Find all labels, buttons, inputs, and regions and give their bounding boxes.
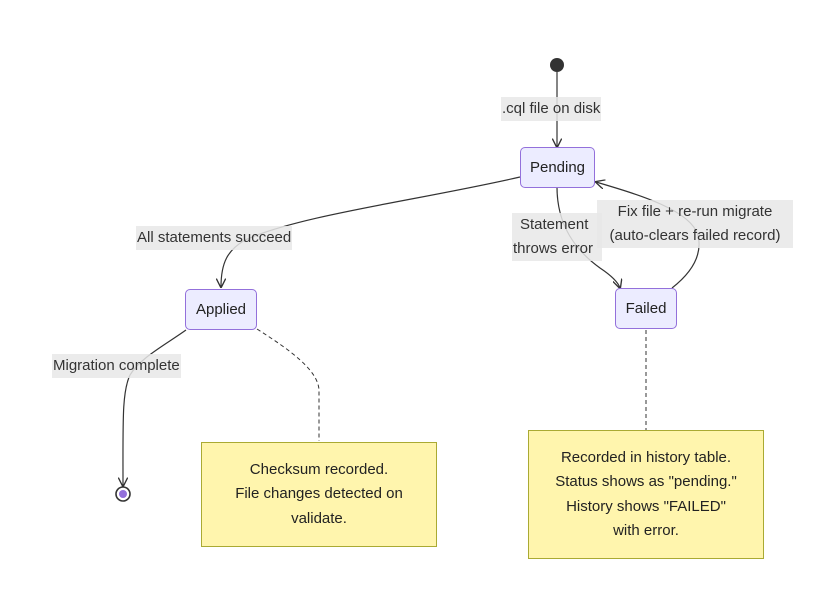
label-failed-to-pending-line-1: Fix file + re-run migrate [617, 203, 773, 220]
note-failed-line-1: Recorded in history table. [560, 448, 732, 466]
label-pending-to-failed: Statement throws error [512, 213, 602, 261]
note-applied-line-2: File changes detected on [235, 485, 403, 503]
state-failed[interactable]: Failed [615, 288, 677, 329]
note-applied-line-1: Checksum recorded. [249, 460, 389, 478]
label-pending-to-applied: All statements succeed [136, 226, 293, 250]
state-pending[interactable]: Pending [520, 147, 595, 188]
label-pending-to-failed-line-2: throws error [513, 240, 594, 257]
note-connector-applied [256, 328, 320, 441]
note-failed-line-2: Status shows as "pending." [555, 473, 737, 490]
label-start-to-pending: .cql file on disk [501, 97, 602, 121]
label-failed-to-pending-line-2: (auto-clears failed record) [609, 227, 781, 244]
note-failed: Recorded in history table. Status shows … [528, 430, 764, 559]
label-failed-to-pending: Fix file + re-run migrate (auto-clears f… [597, 200, 793, 248]
state-applied[interactable]: Applied [185, 289, 257, 330]
label-pending-to-failed-line-1: Statement [520, 216, 589, 233]
note-applied: Checksum recorded. File changes detected… [201, 442, 437, 547]
note-failed-line-4: with error. [613, 522, 679, 539]
end-node [115, 486, 131, 502]
edge-pending-to-applied [221, 176, 521, 287]
note-applied-line-3: validate. [291, 509, 347, 527]
note-failed-line-3: History shows "FAILED" [566, 497, 726, 515]
start-node [550, 58, 564, 72]
label-applied-to-end: Migration complete [52, 354, 181, 378]
